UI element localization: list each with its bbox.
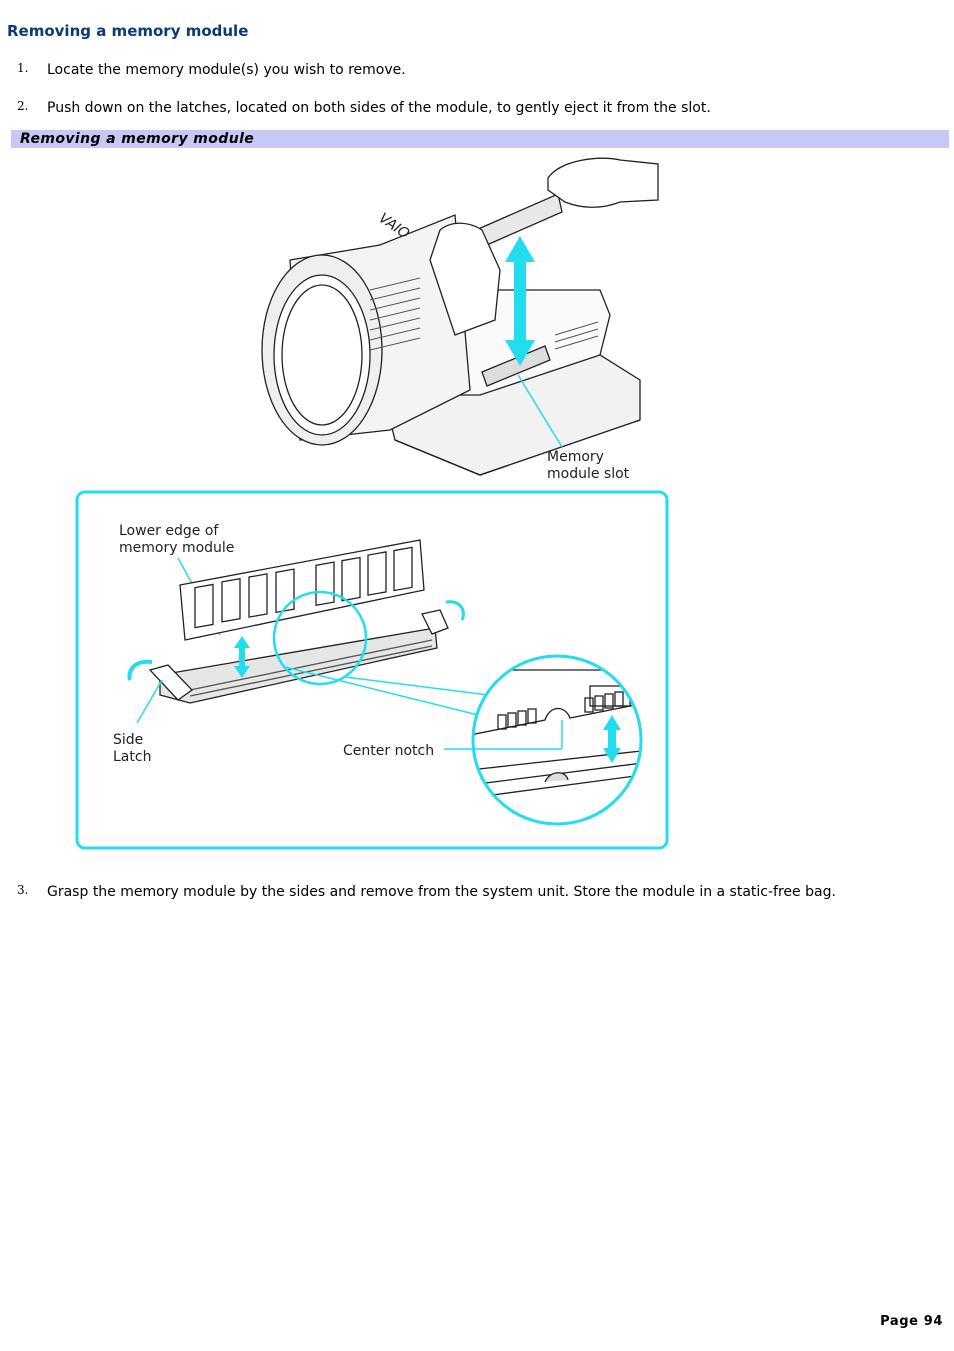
center-notch-label: Center notch (343, 743, 434, 759)
memory-slot-label-line1: Memory (547, 449, 604, 465)
up-down-arrow-icon (603, 715, 621, 763)
detail-frame (75, 490, 669, 850)
side-latch-label-line2: Latch (113, 749, 151, 765)
memory-module-drawing (148, 539, 449, 704)
page-number: Page 94 (880, 1314, 943, 1329)
side-latch-label-line1: Side (113, 732, 143, 748)
step-number: 2. (17, 99, 29, 113)
up-down-arrow-icon (505, 236, 535, 366)
memory-removal-illustration: VAIO Memory module slot Lower edge of me… (0, 150, 954, 870)
step-number: 1. (17, 61, 29, 75)
step-text: Locate the memory module(s) you wish to … (47, 62, 406, 78)
computer-unit-drawing (261, 157, 659, 476)
page-title: Removing a memory module (7, 22, 249, 40)
figure-caption: Removing a memory module (20, 131, 255, 147)
lower-edge-label-line2: memory module (119, 540, 234, 556)
step-text: Grasp the memory module by the sides and… (47, 884, 836, 900)
step-text: Push down on the latches, located on bot… (47, 100, 711, 116)
figure-caption-bar: Removing a memory module (11, 130, 949, 148)
lower-edge-label-line1: Lower edge of (119, 523, 219, 539)
memory-slot-label-line2: module slot (547, 466, 630, 482)
zoom-detail-circle (471, 654, 643, 826)
step-number: 3. (17, 883, 29, 897)
up-down-arrow-icon (234, 636, 250, 678)
